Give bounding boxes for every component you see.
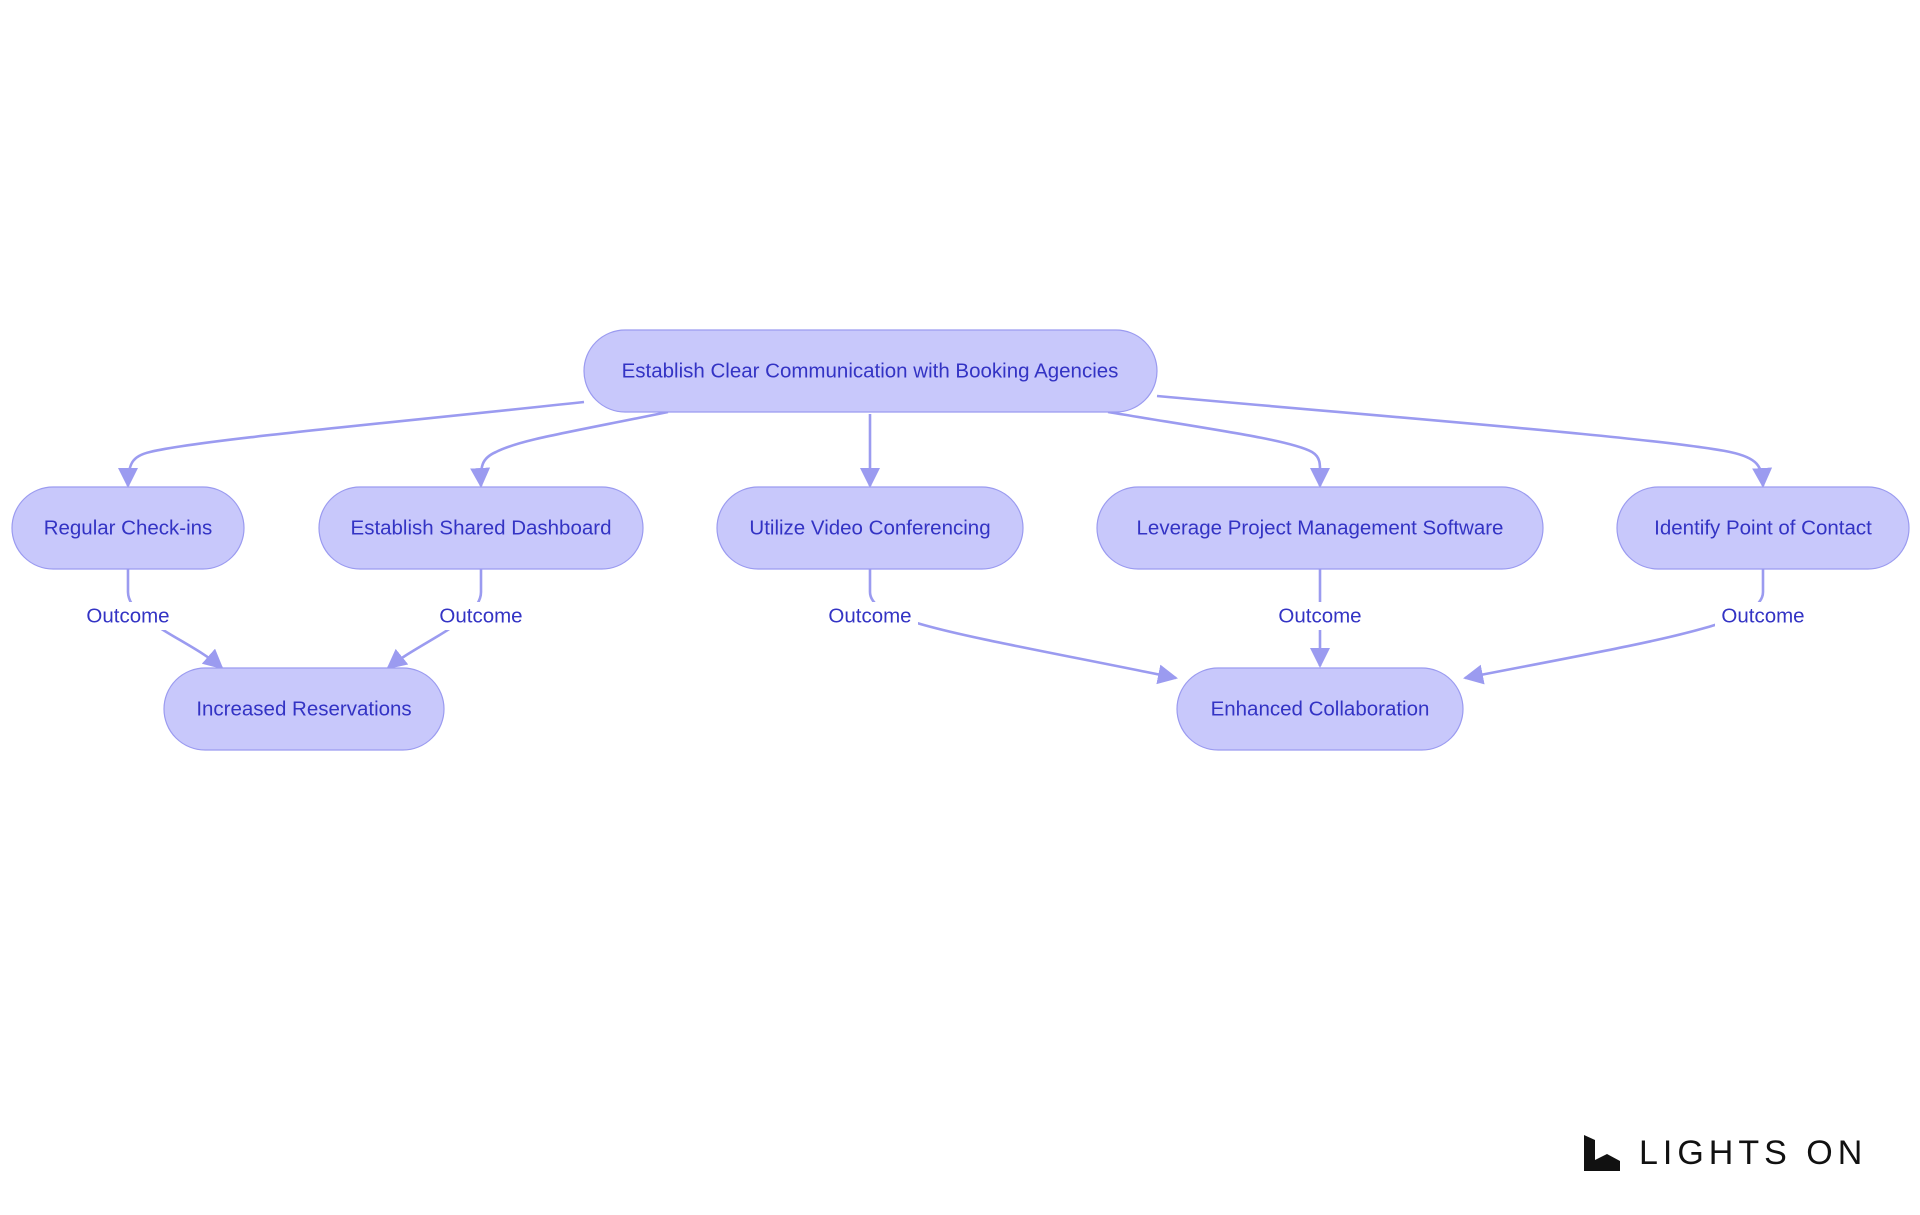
- edge-root-to-dashboard: [470, 410, 669, 488]
- edge-root-to-poc: [1156, 394, 1773, 488]
- edge-label-poc: Outcome: [1715, 602, 1811, 630]
- node-enhanced-collaboration-label: Enhanced Collaboration: [1211, 698, 1430, 721]
- nodes: Establish Clear Communication with Booki…: [11, 329, 1910, 751]
- edge-label-poc-text: Outcome: [1721, 605, 1804, 628]
- node-regular-check-ins-label: Regular Check-ins: [44, 517, 213, 540]
- edge-label-video-text: Outcome: [828, 605, 911, 628]
- edge-root-to-pm: [1107, 410, 1331, 488]
- edge-label-pm-text: Outcome: [1278, 605, 1361, 628]
- node-project-management-software: Leverage Project Management Software: [1096, 486, 1544, 570]
- node-project-management-software-label: Leverage Project Management Software: [1137, 517, 1504, 540]
- brand-logo: LIGHTS ON: [1583, 1130, 1867, 1176]
- edge-label-checkins: Outcome: [80, 602, 176, 630]
- edge-video-to-collaboration: [868, 569, 1178, 685]
- node-shared-dashboard: Establish Shared Dashboard: [318, 486, 644, 570]
- node-root-label: Establish Clear Communication with Booki…: [622, 360, 1119, 383]
- edge-label-checkins-text: Outcome: [86, 605, 169, 628]
- node-enhanced-collaboration: Enhanced Collaboration: [1176, 667, 1464, 751]
- edge-label-dashboard: Outcome: [433, 602, 529, 630]
- edge-root-to-checkins: [118, 400, 585, 488]
- edge-label-pm: Outcome: [1272, 602, 1368, 630]
- node-video-conferencing: Utilize Video Conferencing: [716, 486, 1024, 570]
- node-shared-dashboard-label: Establish Shared Dashboard: [351, 517, 612, 540]
- edge-labels: Outcome Outcome Outcome Outcome Outcome: [80, 602, 1811, 630]
- node-increased-reservations-label: Increased Reservations: [196, 698, 411, 721]
- edge-label-dashboard-text: Outcome: [439, 605, 522, 628]
- edge-poc-to-collaboration: [1463, 569, 1765, 685]
- node-root: Establish Clear Communication with Booki…: [583, 329, 1158, 413]
- node-point-of-contact-label: Identify Point of Contact: [1654, 517, 1872, 540]
- edge-label-video: Outcome: [822, 602, 918, 630]
- node-point-of-contact: Identify Point of Contact: [1616, 486, 1910, 570]
- node-video-conferencing-label: Utilize Video Conferencing: [749, 517, 990, 540]
- lights-on-logo-icon: [1584, 1135, 1620, 1171]
- brand-name: LIGHTS ON: [1639, 1133, 1868, 1172]
- node-increased-reservations: Increased Reservations: [163, 667, 445, 751]
- node-regular-check-ins: Regular Check-ins: [11, 486, 245, 570]
